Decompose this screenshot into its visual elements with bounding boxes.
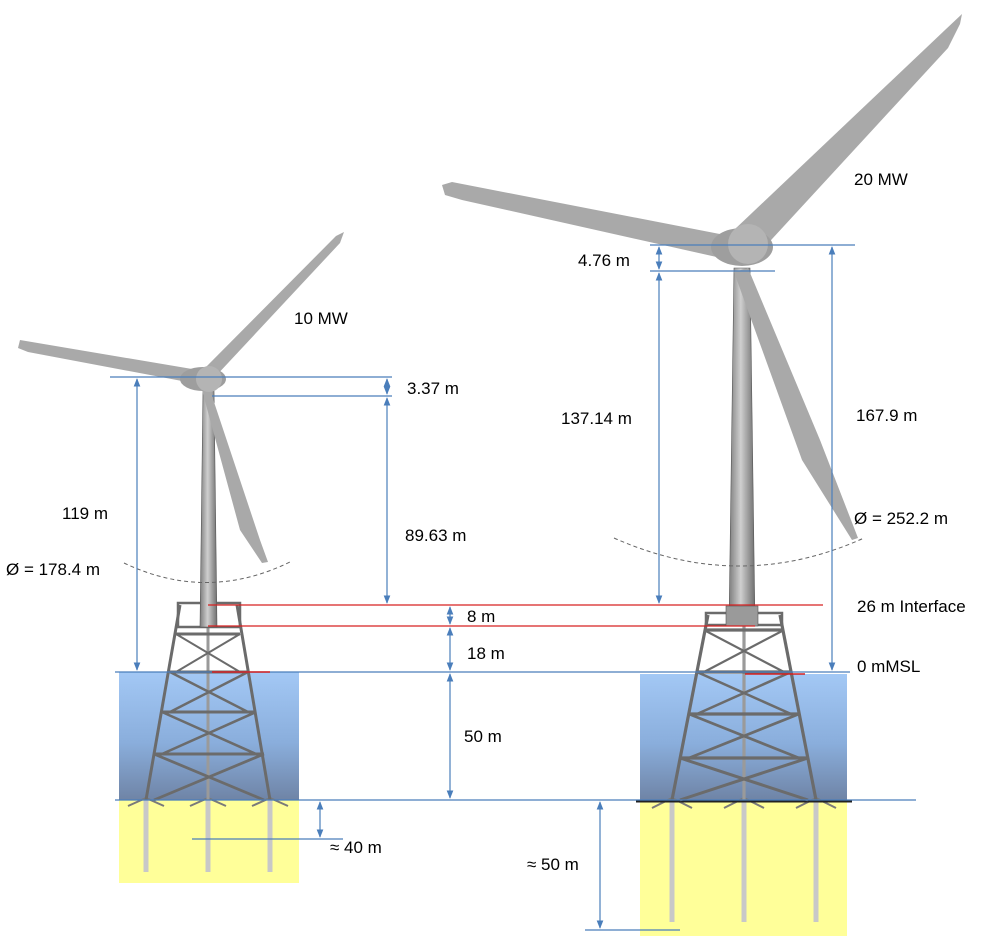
msl-label: 0 mMSL: [857, 657, 921, 676]
piles-10mw: [143, 800, 273, 872]
rating-label-10mw: 10 MW: [294, 309, 348, 328]
pile-depth-label-20mw: ≈ 50 m: [527, 855, 579, 874]
water-depth-label: 50 m: [464, 727, 502, 746]
jacket-20mw: [670, 611, 818, 802]
rotor-20mw: [442, 14, 962, 540]
tower-20mw: [728, 267, 756, 627]
interface-label: 26 m Interface: [857, 597, 966, 616]
platform-height-label: 18 m: [467, 644, 505, 663]
tower-height-label-20mw: 137.14 m: [561, 409, 632, 428]
rotor-diameter-label-20mw: Ø = 252.2 m: [854, 509, 949, 528]
rotor-10mw: [18, 232, 344, 563]
hub-height-label-10mw: 119 m: [62, 504, 108, 523]
hub-height-label-20mw: 167.9 m: [856, 406, 918, 425]
hub-offset-label-10mw: 3.37 m: [407, 379, 459, 398]
rotor-sweep-arc-10mw: [123, 560, 293, 583]
pile-depth-label-10mw: ≈ 40 m: [330, 838, 382, 857]
rating-label-20mw: 20 MW: [854, 170, 908, 189]
hub-offset-label-20mw: 4.76 m: [578, 251, 630, 270]
tower-height-label-10mw: 89.63 m: [405, 526, 467, 545]
piles-20mw: [669, 800, 819, 922]
interface-gap-label: 8 m: [467, 607, 496, 626]
rotor-diameter-label-10mw: Ø = 178.4 m: [6, 560, 101, 579]
transition-piece-20mw: [725, 605, 759, 627]
hub-10mw: [196, 366, 222, 392]
hub-20mw: [728, 224, 768, 264]
